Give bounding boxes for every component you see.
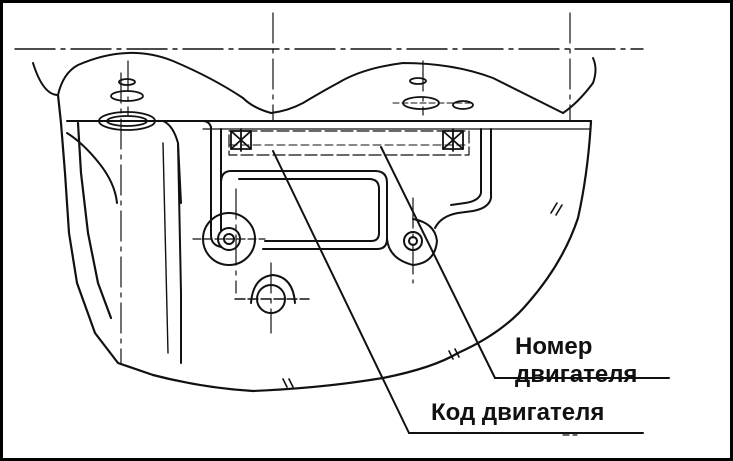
engine-code-label: Код двигателя xyxy=(431,399,605,426)
engine-number-label-line2: двигателя xyxy=(515,361,638,388)
engine-block-drawing xyxy=(14,12,670,436)
leader-line-engine-code xyxy=(272,150,644,434)
oil-holes xyxy=(98,77,474,131)
stamp-marker-left-icon xyxy=(230,128,252,152)
engine-number-label: Номер двигателя xyxy=(515,333,637,389)
lower-bolt-hole-icon xyxy=(234,274,310,314)
recessed-panel xyxy=(220,170,388,250)
cylinder-bores xyxy=(32,51,597,114)
block-left-edge xyxy=(56,93,593,393)
left-boss-icon xyxy=(192,212,266,266)
leader-line-engine-number xyxy=(380,146,670,379)
block-deck xyxy=(66,120,592,364)
engine-number-label-line1: Номер xyxy=(515,333,593,360)
break-marks xyxy=(282,202,563,388)
vertical-centerlines xyxy=(120,12,571,364)
right-boss-icon xyxy=(386,218,438,266)
stamp-marker-right-icon xyxy=(442,128,464,152)
